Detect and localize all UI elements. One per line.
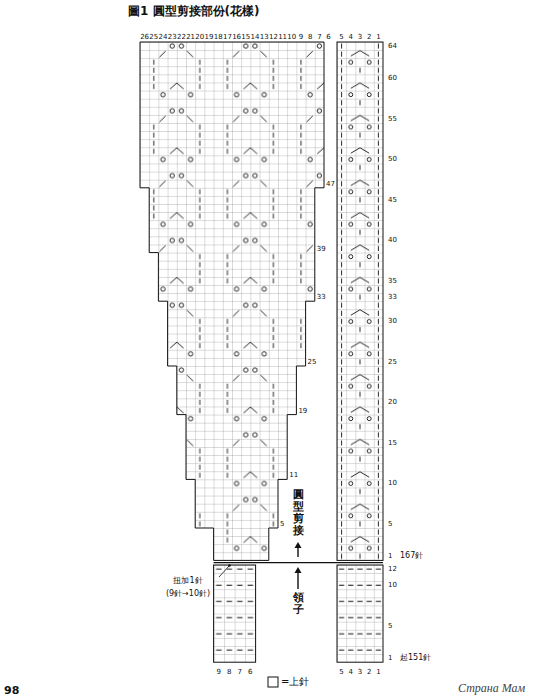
column-number: 5 (339, 34, 343, 41)
column-number: 1 (376, 34, 380, 41)
row-number: 33 (388, 294, 397, 301)
collar-strip-grid (337, 565, 383, 662)
legend-text: =上針 (281, 677, 309, 687)
row-number: 55 (388, 115, 397, 122)
row-number: 10 (388, 582, 397, 589)
collar-outline (214, 565, 256, 662)
callout-note: 扭加1針 (173, 577, 202, 585)
column-number: 11 (278, 34, 287, 41)
stitch-count: 起151針 (400, 654, 431, 662)
column-number: 7 (317, 34, 321, 41)
column-number: 3 (358, 34, 362, 41)
column-number: 4 (349, 669, 353, 676)
column-number: 2 (367, 669, 371, 676)
column-number: 16 (232, 34, 241, 41)
legend-sample (268, 677, 278, 687)
row-number: 1 (388, 553, 392, 560)
column-number: 22 (177, 34, 186, 41)
stitch-count: 167針 (400, 552, 423, 560)
chart-symbols (140, 42, 324, 560)
row-number: 39 (317, 245, 326, 252)
column-number: 7 (238, 669, 242, 676)
row-number: 64 (388, 43, 397, 50)
watermark: Страна Мам (458, 682, 525, 694)
column-number: 26 (140, 34, 149, 41)
column-number: 8 (308, 34, 312, 41)
column-number: 1 (376, 669, 380, 676)
strip-grid (337, 42, 383, 560)
column-number: 24 (159, 34, 168, 41)
column-number: 10 (287, 34, 296, 41)
column-number: 9 (299, 34, 303, 41)
row-number: 47 (326, 180, 335, 187)
arrow-shaft (297, 572, 298, 589)
arrow-shaft (297, 547, 298, 557)
row-number: 40 (388, 237, 397, 244)
row-number: 5 (280, 520, 284, 527)
column-number: 8 (227, 669, 231, 676)
column-number: 3 (358, 669, 362, 676)
collar-symbols (214, 565, 256, 662)
page-number: 98 (4, 685, 19, 696)
chart-outline (140, 42, 324, 560)
row-number: 50 (388, 156, 397, 163)
row-number: 25 (388, 358, 397, 365)
column-number: 19 (205, 34, 214, 41)
row-number: 33 (317, 294, 326, 301)
row-number: 30 (388, 318, 397, 325)
row-number: 5 (388, 622, 392, 629)
column-number: 18 (214, 34, 223, 41)
row-number: 11 (289, 472, 298, 479)
row-number: 35 (388, 277, 397, 284)
column-number: 20 (195, 34, 204, 41)
row-number: 19 (298, 407, 307, 414)
row-number: 1 (388, 655, 392, 662)
leader-line (219, 566, 229, 577)
column-number: 14 (251, 34, 260, 41)
column-number: 15 (241, 34, 250, 41)
chart-grid (140, 42, 324, 560)
column-number: 5 (339, 669, 343, 676)
column-number: 13 (260, 34, 269, 41)
section-label: 領子 (293, 592, 304, 616)
column-number: 23 (168, 34, 177, 41)
column-number: 6 (248, 669, 252, 676)
row-number: 15 (388, 439, 397, 446)
column-number: 17 (223, 34, 232, 41)
column-number: 12 (269, 34, 278, 41)
column-number: 2 (367, 34, 371, 41)
row-number: 5 (388, 520, 392, 527)
leader-dot (228, 564, 231, 567)
arrow-head (295, 542, 302, 548)
row-number: 12 (388, 566, 397, 573)
row-number: 45 (388, 196, 397, 203)
chart-title: 圖1 圓型剪接部份(花樣) (128, 5, 260, 17)
callout-note: (9針→10針) (166, 590, 210, 598)
column-number: 9 (217, 669, 221, 676)
collar-strip-outline (337, 565, 383, 662)
strip-outline (337, 42, 383, 560)
collar-strip-symbols (337, 565, 383, 662)
row-number: 60 (388, 75, 397, 82)
column-number: 4 (349, 34, 353, 41)
row-number: 10 (388, 480, 397, 487)
section-label: 圓型剪接 (293, 489, 304, 537)
row-number: 25 (308, 358, 317, 365)
row-number: 20 (388, 399, 397, 406)
join-line (214, 562, 383, 563)
arrow-head (295, 567, 302, 573)
column-number: 6 (326, 34, 330, 41)
collar-grid (214, 565, 256, 662)
column-number: 25 (149, 34, 158, 41)
chart-ground (140, 42, 324, 560)
strip-symbols (337, 42, 383, 560)
column-number: 21 (186, 34, 195, 41)
